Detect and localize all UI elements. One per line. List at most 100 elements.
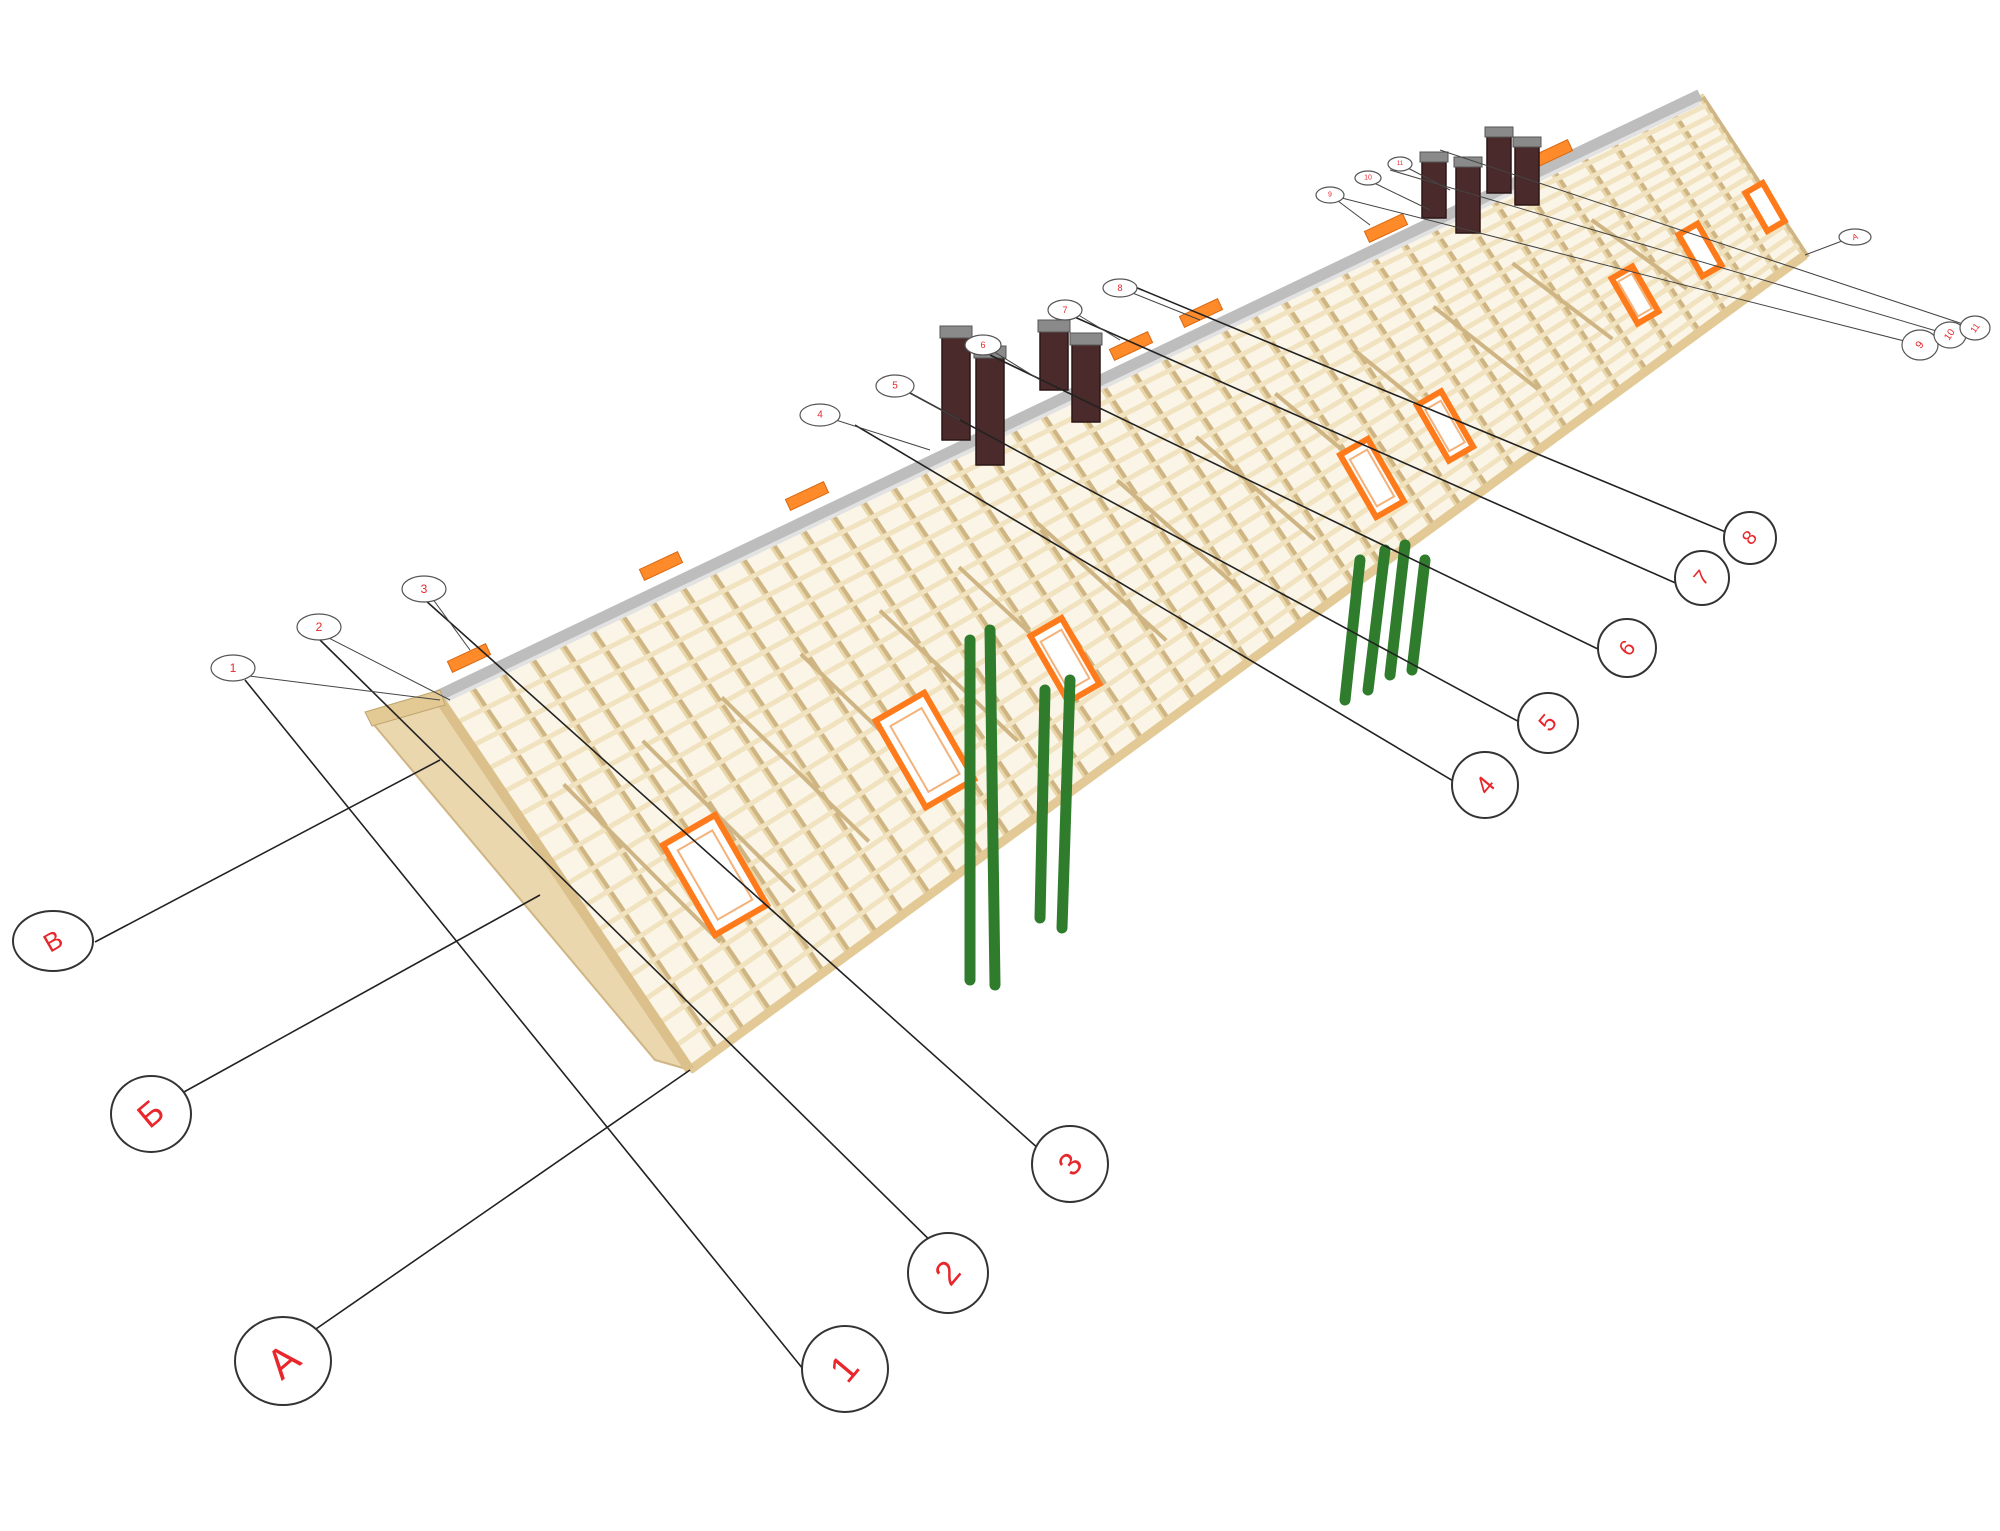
top-marker-6-label: 6 [980, 340, 985, 350]
top-marker-3-label: 3 [421, 582, 428, 596]
column [1362, 544, 1391, 696]
ridge-vents [446, 139, 1574, 673]
top-marker-1-label: 1 [230, 661, 237, 675]
ridge-vent [638, 551, 684, 581]
top-markers: 1 2 3 4 5 6 7 8 [210, 156, 1451, 701]
top-marker-8-label: 8 [1117, 283, 1122, 293]
rafter-edge [1011, 427, 1200, 705]
rafter-edge [1131, 369, 1306, 627]
batten [657, 232, 1794, 1026]
axis-label-a-far: А [1851, 232, 1860, 243]
axis-bubble-1: 1 [801, 1325, 889, 1413]
roof-window [1607, 262, 1663, 328]
rafter-edge [711, 571, 934, 899]
chimney [973, 345, 1007, 466]
top-marker-11: 11 [1387, 156, 1413, 172]
axis-leaders [94, 149, 1976, 1391]
chimney [1484, 126, 1514, 194]
ridge-vent [446, 643, 492, 673]
top-marker-10-label: 10 [1364, 175, 1372, 182]
rafter-edge [501, 672, 748, 1035]
rafter-edge [1281, 297, 1438, 530]
chimney [1419, 151, 1449, 219]
rafter-edge [861, 499, 1067, 802]
column [1034, 684, 1051, 924]
roof-window [658, 810, 772, 940]
top-marker-6: 6 [964, 334, 1002, 356]
batten [548, 162, 1748, 865]
batten [672, 242, 1800, 1049]
rafter-edge [531, 657, 775, 1015]
ridge-vent [784, 481, 830, 511]
top-marker-1: 1 [210, 654, 256, 682]
chimney [1453, 156, 1483, 234]
rafter-edge [1041, 412, 1226, 686]
chimney [1512, 136, 1542, 206]
axis-bubble-2: 2 [907, 1232, 989, 1314]
roof-window [871, 688, 979, 812]
top-marker-9-label: 9 [1328, 192, 1332, 199]
chimney [1037, 319, 1071, 391]
rafter-edge [951, 456, 1146, 744]
roof-window [1741, 178, 1789, 236]
rafter-edge [741, 556, 961, 880]
axis-bubble-8: 8 [1723, 511, 1777, 565]
axis-bubble-3: 3 [1031, 1125, 1109, 1203]
rafter-edge [621, 614, 854, 957]
end-rafter [435, 697, 695, 1073]
eave-beam [687, 251, 1808, 1074]
brace [1590, 218, 1688, 291]
top-marker-7-label: 7 [1062, 305, 1067, 315]
batten [594, 192, 1767, 934]
rafter-edge [981, 441, 1173, 724]
axis-bubble-4: 4 [1451, 751, 1519, 819]
rafter-edge [561, 643, 801, 996]
roof-structure [364, 89, 1810, 1074]
top-marker-8: 8 [1102, 278, 1138, 298]
ridge-vent [1178, 298, 1224, 328]
roof-window [1674, 219, 1726, 281]
brace [1115, 478, 1242, 592]
column [984, 624, 1001, 991]
top-marker-2-label: 2 [316, 620, 323, 634]
roof-window [1412, 387, 1478, 465]
batten [470, 112, 1715, 749]
rafter-edge [771, 542, 987, 860]
rafter-edge [831, 513, 1040, 821]
column [1056, 674, 1076, 934]
ridge-beam [427, 89, 1703, 706]
axis-bubble-9: 9 [1901, 329, 1939, 361]
top-marker-9: 9 [1315, 186, 1345, 204]
top-marker-10: 10 [1354, 170, 1382, 186]
axis-bubble-11: 11 [1959, 315, 1991, 341]
top-marker-7: 7 [1047, 299, 1083, 321]
chimney [1069, 332, 1103, 423]
rafter-edge [801, 528, 1014, 841]
roof-windows [658, 178, 1789, 940]
brace [1432, 305, 1540, 391]
brace [562, 782, 722, 944]
rafter-edge [921, 470, 1120, 763]
rafter-edge [1101, 383, 1279, 647]
column [1406, 554, 1431, 676]
ridge-beam-edge [429, 101, 1701, 710]
brace [1036, 522, 1168, 642]
axis-bubble-a: А [234, 1316, 332, 1406]
batten [516, 142, 1735, 818]
batten [610, 202, 1774, 957]
battens [454, 102, 1800, 1049]
batten [501, 132, 1728, 795]
roof-window [1026, 613, 1104, 707]
top-marker-4-label: 4 [817, 410, 823, 421]
batten [641, 222, 1787, 1003]
rafter-edge [681, 585, 908, 918]
axis-bubble-5: 5 [1517, 692, 1579, 754]
column [1339, 554, 1366, 706]
batten [485, 122, 1721, 772]
ridge-vent [1363, 213, 1409, 243]
top-marker-3: 3 [401, 575, 447, 603]
axis-bubble-v: В [12, 910, 94, 972]
rafter-edge [591, 628, 828, 977]
brace [720, 696, 871, 843]
